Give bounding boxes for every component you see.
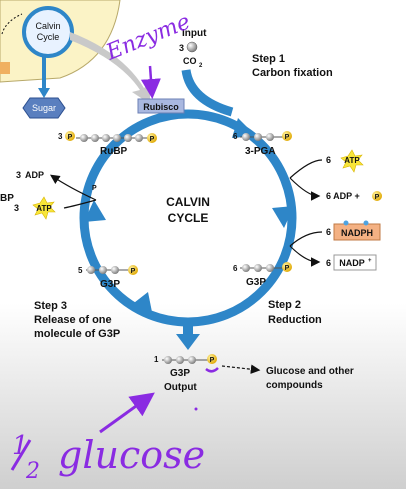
glucose-label-2: compounds [266, 380, 323, 391]
atp-star-icon [32, 196, 56, 220]
cycle-title-1: CALVIN [166, 195, 210, 209]
input-arrow [181, 69, 234, 117]
input-count: 3 [179, 43, 184, 53]
pga-molecule: 6 P 3-PGA [233, 131, 292, 157]
step3-title: Step 3 [34, 300, 67, 312]
step3-line2: molecule of G3P [34, 328, 120, 340]
phosphate-label: P [68, 134, 73, 141]
phosphate-underline [205, 367, 219, 373]
phosphate-icon [128, 265, 138, 275]
g3p-left-count: 5 [78, 266, 83, 275]
mini-cycle-label-1: Calvin [35, 21, 60, 31]
atp-star-icon [340, 149, 364, 173]
sugar-hexagon [22, 97, 66, 119]
adp-label-right: 6 ADP + [326, 191, 360, 201]
phosphate-icon [282, 131, 292, 141]
pen-dot [194, 407, 198, 411]
g3p-right-count: 6 [233, 264, 238, 273]
ring-arrowhead-4 [84, 200, 106, 222]
nadp-count: 6 [326, 258, 331, 268]
output-g3p-label: G3P [170, 368, 190, 379]
enzyme-pointer [140, 65, 161, 99]
phosphate-label: P [150, 136, 155, 143]
half-numerator: 1 [12, 431, 29, 461]
chloroplast-inset: Calvin Cycle Sugar [0, 0, 121, 119]
phosphate-p-left: P [92, 185, 97, 192]
co2-molecule-icon [186, 41, 198, 53]
cut-off-text: BP [0, 193, 14, 204]
nadp-superscript: + [368, 258, 372, 264]
phosphate-icon [65, 131, 75, 141]
nadp-label: NADP [339, 258, 365, 268]
g3p-right-molecule: 6 P G3P [233, 262, 292, 288]
half-denominator: 2 [25, 459, 40, 484]
half-glucose-annotation: glucose [58, 433, 205, 477]
glucose-label-1: Glucose and other [266, 366, 354, 377]
atp-count-right: 6 [326, 155, 331, 165]
rubp-molecule: 3 P P RuBP [58, 131, 157, 157]
rubisco-box [137, 98, 185, 114]
rubp-count: 3 [58, 132, 63, 141]
nadph-box [333, 223, 381, 241]
nadph-label: NADPH [341, 228, 373, 238]
ring-arrowhead-2 [272, 206, 294, 228]
output-label: Output [164, 382, 197, 393]
nadp-box [333, 254, 377, 271]
phosphate-label: P [210, 357, 215, 364]
ring-arrowhead-3 [130, 292, 152, 312]
phosphate-icon [372, 191, 382, 201]
phosphate-label: P [285, 265, 290, 272]
phosphate-icon [147, 133, 157, 143]
g3p-left-label: G3P [100, 279, 120, 290]
rubisco-label: Rubisco [143, 102, 179, 112]
calvin-cycle-mini-icon [22, 6, 74, 58]
cycle-title-2: CYCLE [168, 211, 209, 225]
co2-label: CO [183, 56, 197, 66]
phosphate-icon [282, 262, 292, 272]
fraction-slash [10, 439, 32, 471]
atp-label-right: ATP [344, 156, 360, 165]
atp-input-left: 3 ADP P BP 3 ATP [0, 170, 97, 220]
step2-title: Step 2 [268, 299, 301, 311]
pga-count: 6 [233, 132, 238, 141]
nadph-count: 6 [326, 227, 331, 237]
atp-count-left: 3 [14, 203, 19, 213]
phosphate-label: P [285, 134, 290, 141]
glucose-arrow [221, 364, 261, 374]
step2-name: Reduction [268, 314, 322, 326]
phosphate-label: P [375, 194, 380, 201]
g3p-right-label: G3P [246, 277, 266, 288]
energy-inputs-right: 6 ATP 6 ADP + P 6 NADPH 6 NADP + [289, 149, 382, 271]
output-g3p-molecule: 1 P G3P Output [154, 354, 217, 393]
output-count: 1 [154, 355, 159, 364]
hydrogen-dot-icon [343, 220, 349, 226]
hydrogen-dot-icon [363, 220, 369, 226]
stroma-fragment [0, 62, 10, 74]
co2-subscript: 2 [199, 63, 203, 69]
g3p-left-molecule: 5 P G3P [78, 265, 138, 290]
adp-label-left: ADP [25, 170, 44, 180]
mini-cycle-label-2: Cycle [37, 32, 60, 42]
pga-label: 3-PGA [245, 146, 276, 157]
adp-count-left: 3 [16, 170, 21, 180]
step1-name: Carbon fixation [252, 67, 333, 79]
output-pointer [99, 392, 155, 434]
input-label: Input [182, 28, 207, 39]
step3-line1: Release of one [34, 314, 112, 326]
phosphate-label: P [131, 268, 136, 275]
atp-label-left: ATP [36, 204, 52, 213]
rubp-label: RuBP [100, 146, 128, 157]
step1-title: Step 1 [252, 53, 285, 65]
sugar-label: Sugar [32, 103, 56, 113]
phosphate-icon [207, 354, 217, 364]
ring-arrowhead-1 [232, 118, 256, 138]
